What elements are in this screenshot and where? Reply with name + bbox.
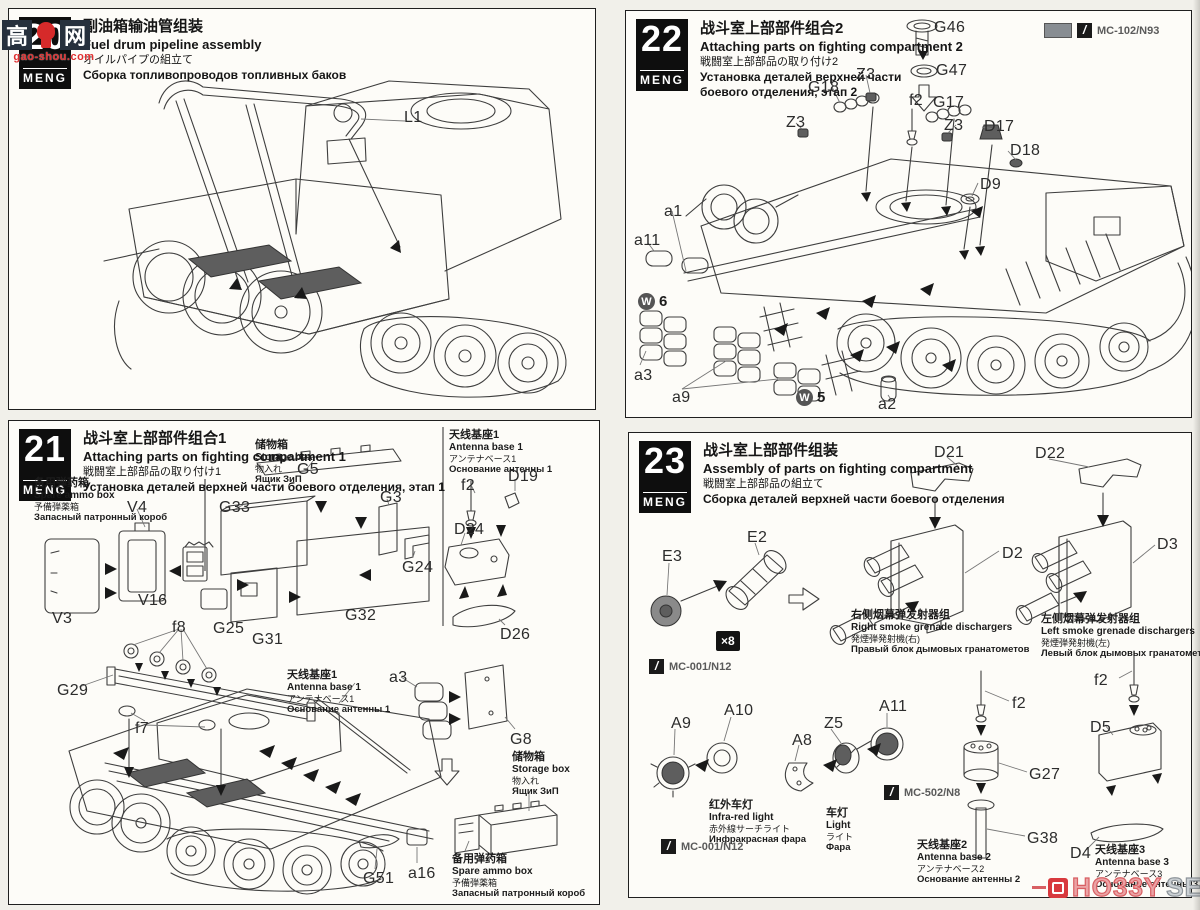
step-number-badge: 23 MENG (639, 441, 691, 513)
meng-logo: MENG (643, 492, 687, 509)
step-21-header: 21 MENG 战斗室上部部件组合1 Attaching parts on fi… (19, 429, 445, 501)
hobby-text: HO33Y (1071, 871, 1163, 902)
meng-logo: MENG (640, 70, 684, 87)
title-ja: オイルパイプの組立て (83, 54, 193, 67)
title-ru: Установка деталей верхней части боевого … (700, 69, 902, 100)
step-21-titles: 战斗室上部部件组合1 Attaching parts on fighting c… (83, 429, 445, 501)
title-zh: 战斗室上部部件组装 (703, 442, 839, 459)
step-22-artwork (639, 19, 1191, 402)
meng-logo: MENG (23, 68, 67, 85)
panel-step-22: 22 MENG 战斗室上部部件组合2 Attaching parts on fi… (625, 10, 1192, 418)
step-22-titles: 战斗室上部部件组合2 Attaching parts on fighting c… (700, 19, 963, 101)
title-zh: 战斗室上部部件组合1 (83, 430, 227, 447)
title-ru: Установка деталей верхней части боевого … (83, 479, 445, 494)
hobby-search-watermark: HO33Y SEARCH (1032, 871, 1200, 903)
watermark-char-left: 高 (2, 20, 32, 50)
step-number: 22 (640, 18, 684, 59)
thumb-logo-icon (33, 20, 59, 50)
panel-step-20: 20 MENG 副油箱输油管组装 Fuel drum pipeline asse… (8, 8, 596, 410)
search-text: SEARCH (1166, 871, 1200, 902)
step-22-header: 22 MENG 战斗室上部部件组合2 Attaching parts on fi… (636, 19, 963, 101)
title-ja: 戦闘室上部部品の組立て (703, 478, 824, 491)
gao-shou-watermark: 高 网 gao-shou.com (2, 20, 106, 63)
title-en: Attaching parts on fighting compartment … (700, 38, 963, 54)
watermark-url: gao-shou.com (13, 51, 95, 63)
step-20-artwork (103, 80, 567, 398)
scan-edge-shadow (1193, 0, 1200, 910)
title-ru: Сборка топливопроводов топливных баков (83, 67, 347, 82)
title-en: Fuel drum pipeline assembly (83, 36, 262, 52)
title-ru: Сборка деталей верхней части боевого отд… (703, 491, 1005, 506)
title-zh: 战斗室上部部件组合2 (700, 20, 844, 37)
watermark-char-right: 网 (60, 20, 90, 50)
step-21-artwork (44, 427, 558, 895)
title-zh: 副油箱输油管组装 (83, 18, 204, 35)
step-23-header: 23 MENG 战斗室上部部件组装 Assembly of parts on f… (639, 441, 1005, 513)
watermark-dash (1032, 886, 1046, 889)
step-number-badge: 22 MENG (636, 19, 688, 91)
step-number: 23 (643, 440, 687, 481)
step-20-header: 20 MENG 副油箱输油管组装 Fuel drum pipeline asse… (19, 17, 346, 89)
step-23-artwork (650, 456, 1164, 859)
panel-step-21: 21 MENG 战斗室上部部件组合1 Attaching parts on fi… (8, 420, 600, 905)
title-en: Attaching parts on fighting compartment … (83, 448, 346, 464)
step-number: 21 (23, 428, 67, 469)
title-en: Assembly of parts on fighting compartmen… (703, 460, 973, 476)
meng-logo: MENG (23, 480, 67, 497)
step-20-titles: 副油箱输油管组装 Fuel drum pipeline assembly オイル… (83, 17, 346, 89)
step-23-titles: 战斗室上部部件组装 Assembly of parts on fighting … (703, 441, 1005, 513)
panel-step-23: 23 MENG 战斗室上部部件组装 Assembly of parts on f… (628, 432, 1200, 898)
title-ja: 戦闘室上部部品の取り付け2 (700, 56, 839, 69)
step-number-badge: 21 MENG (19, 429, 71, 501)
title-ja: 戦闘室上部部品の取り付け1 (83, 466, 222, 479)
hobby-search-logo-icon (1048, 877, 1068, 898)
